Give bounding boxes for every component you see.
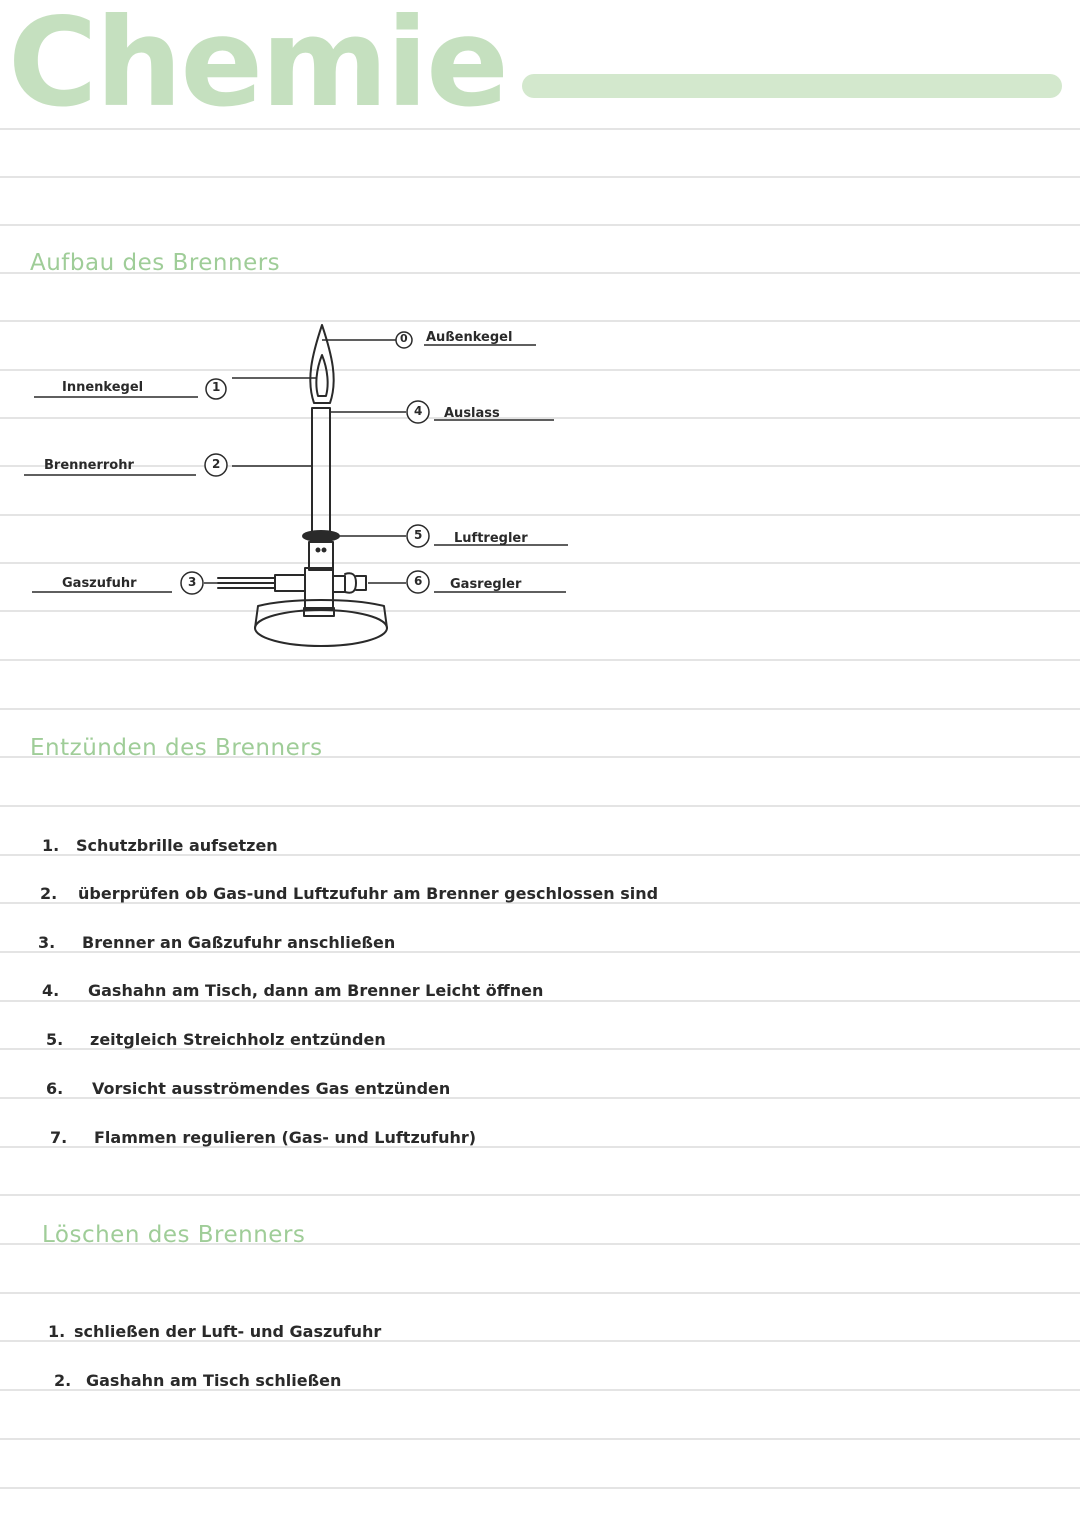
label-auslass: Auslass [444, 406, 500, 421]
label-num-1: 1 [212, 380, 221, 394]
list-item: 1. Schutzbrille aufsetzen [42, 836, 278, 855]
heading-entzuenden: Entzünden des Brenners [30, 735, 323, 761]
label-num-4: 4 [414, 404, 423, 418]
list-item: 6. Vorsicht ausströmendes Gas entzünden [46, 1079, 450, 1098]
step-number: 1. [42, 836, 60, 855]
heading-loeschen: Löschen des Brenners [42, 1222, 306, 1248]
title-underline-bar [522, 74, 1062, 98]
label-num-5: 5 [414, 528, 423, 542]
label-innenkegel: Innenkegel [62, 380, 144, 395]
list-item: 5. zeitgleich Streichholz entzünden [46, 1030, 386, 1049]
step-number: 6. [46, 1079, 64, 1098]
step-number: 1. [48, 1322, 66, 1341]
label-brennerrohr: Brennerrohr [44, 458, 134, 473]
step-text: Brenner an Gaßzufuhr anschließen [82, 933, 396, 952]
step-text: Gashahn am Tisch, dann am Brenner Leicht… [88, 981, 544, 1000]
label-num-2: 2 [212, 457, 221, 471]
list-item: 7. Flammen regulieren (Gas- und Luftzufuh… [50, 1128, 476, 1147]
label-aussenkegel: Außenkegel [426, 330, 513, 345]
step-number: 2. [54, 1371, 72, 1390]
list-item: 2. überprüfen ob Gas-und Luftzufuhr am Br… [40, 884, 658, 903]
step-number: 2. [40, 884, 58, 903]
list-item: 2. Gashahn am Tisch schließen [54, 1371, 341, 1390]
step-text: Gashahn am Tisch schließen [86, 1371, 342, 1390]
step-number: 4. [42, 981, 60, 1000]
step-text: Vorsicht ausströmendes Gas entzünden [92, 1079, 451, 1098]
step-number: 7. [50, 1128, 68, 1147]
step-text: zeitgleich Streichholz entzünden [90, 1030, 386, 1049]
step-number: 3. [38, 933, 56, 952]
step-text: Schutzbrille aufsetzen [76, 836, 278, 855]
label-num-6: 6 [414, 574, 423, 588]
label-gaszufuhr: Gaszufuhr [62, 576, 137, 591]
label-luftregler: Luftregler [454, 531, 528, 546]
list-item: 3. Brenner an Gaßzufuhr anschließen [38, 933, 395, 952]
heading-aufbau: Aufbau des Brenners [30, 250, 281, 276]
list-item: 1. schließen der Luft- und Gaszufuhr [48, 1322, 381, 1341]
list-item: 4. Gashahn am Tisch, dann am Brenner Leic… [42, 981, 543, 1000]
step-text: schließen der Luft- und Gaszufuhr [74, 1322, 382, 1341]
step-text: Flammen regulieren (Gas- und Luftzufuhr) [94, 1128, 477, 1147]
page-title: Chemie [8, 0, 509, 134]
burner-drawing [24, 324, 568, 647]
label-num-0: 0 [400, 332, 408, 345]
label-num-3: 3 [188, 575, 197, 589]
step-number: 5. [46, 1030, 64, 1049]
step-text: überprüfen ob Gas-und Luftzufuhr am Bren… [78, 884, 659, 903]
label-gasregler: Gasregler [450, 577, 522, 592]
burner-diagram: 0 Außenkegel 1 Innenkegel 2 Brennerrohr … [0, 300, 620, 670]
